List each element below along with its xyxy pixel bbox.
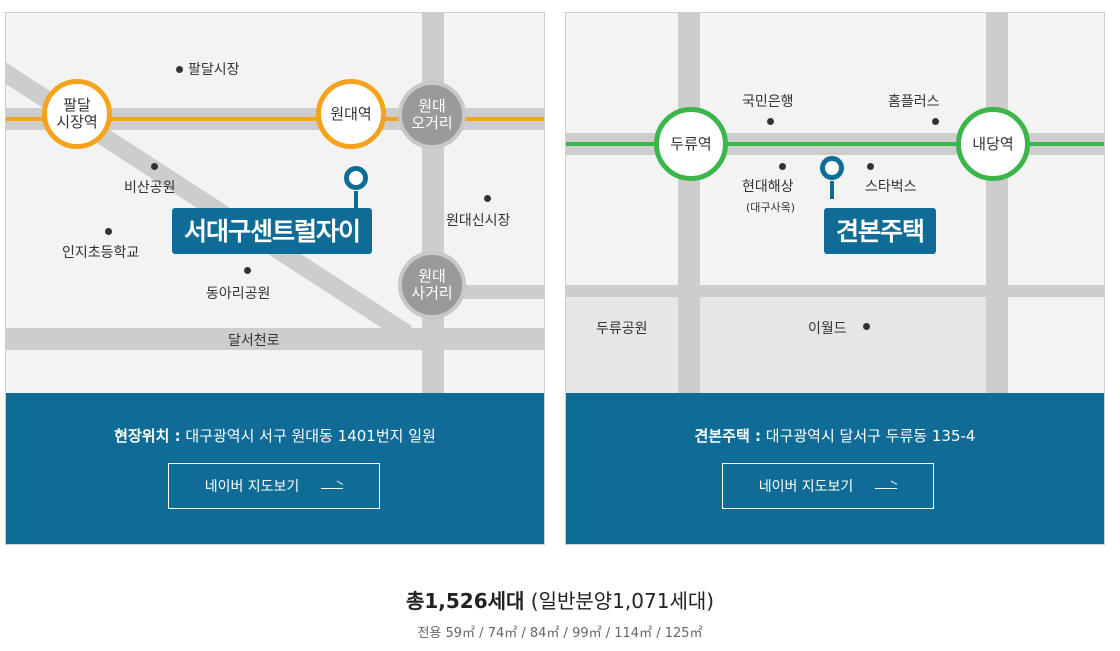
- road-horizontal-lower: [566, 285, 1104, 297]
- site-name-label: 서대구센트럴자이: [172, 208, 373, 254]
- model-house-map: 두류역 내당역 국민은행 홈플러스 현대해상 (대구사옥) 스타벅스 두류공원 …: [566, 13, 1104, 393]
- intersection-wondae-ogeori: 원대 오거리: [398, 81, 466, 149]
- poi-hyundai: 현대해상: [742, 179, 794, 195]
- poi-bisan-park: 비산공원: [124, 180, 176, 196]
- poi-starbucks: 스타벅스: [865, 179, 917, 195]
- poi-donga-park: 동아리공원: [206, 286, 271, 302]
- poi-dot: [176, 66, 183, 73]
- subway-line-green: [566, 142, 1104, 146]
- poi-inji-school: 인지초등학교: [62, 245, 140, 261]
- poi-wondae-new-market: 원대신시장: [446, 213, 511, 229]
- poi-dot: [779, 163, 786, 170]
- road-vertical-left: [678, 13, 700, 393]
- naver-map-button-label: 네이버 지도보기: [758, 479, 854, 495]
- area-eworld: [700, 297, 986, 393]
- model-house-info-panel: 견본주택 : 대구광역시 달서구 두류동 135-4 네이버 지도보기: [566, 393, 1104, 544]
- road-label-dalseo: 달서천로: [228, 333, 280, 349]
- model-house-card: 두류역 내당역 국민은행 홈플러스 현대해상 (대구사옥) 스타벅스 두류공원 …: [565, 12, 1105, 545]
- road-vertical: [422, 13, 444, 393]
- naver-map-button-label: 네이버 지도보기: [204, 479, 300, 495]
- poi-dot: [484, 195, 491, 202]
- intersection-wondae-sageori: 원대 사거리: [398, 251, 466, 319]
- location-pin-tail: [830, 181, 834, 199]
- address-title: 현장위치 :: [114, 427, 181, 445]
- address-text: 대구광역시 서구 원대동 1401번지 일원: [185, 427, 436, 445]
- model-house-address: 견본주택 : 대구광역시 달서구 두류동 135-4: [566, 425, 1104, 446]
- subway-line-orange: [6, 117, 544, 121]
- poi-dot: [867, 163, 874, 170]
- station-naedang: 내당역: [956, 107, 1030, 181]
- site-location-card: 팔달 시장역 원대역 원대 오거리 원대 사거리 팔달시장 비산공원 인지초등학…: [5, 12, 545, 545]
- poi-paldal-market: 팔달시장: [188, 62, 240, 78]
- naver-map-button[interactable]: 네이버 지도보기: [722, 463, 934, 509]
- road-vertical-right: [986, 13, 1008, 393]
- total-households: 총1,526세대: [405, 589, 525, 613]
- household-summary: 총1,526세대 (일반분양1,071세대): [0, 585, 1120, 614]
- address-title: 견본주택 :: [694, 427, 761, 445]
- area-duryu-park: [566, 297, 678, 393]
- poi-dot: [151, 163, 158, 170]
- address-text: 대구광역시 달서구 두류동 135-4: [765, 427, 976, 445]
- poi-dot: [932, 118, 939, 125]
- arrow-right-icon: [321, 482, 344, 490]
- poi-dot: [244, 267, 251, 274]
- poi-dot: [105, 228, 112, 235]
- naver-map-button[interactable]: 네이버 지도보기: [168, 463, 380, 509]
- poi-kookmin-bank: 국민은행: [742, 94, 794, 110]
- model-house-label: 견본주택: [824, 208, 937, 254]
- location-pin-icon: [820, 156, 844, 180]
- station-wondae: 원대역: [316, 79, 386, 149]
- poi-duryu-park: 두류공원: [596, 321, 648, 337]
- poi-eworld: 이월드: [808, 321, 847, 337]
- poi-dot: [863, 323, 870, 330]
- location-pin-icon: [344, 166, 368, 190]
- station-paldal-market: 팔달 시장역: [42, 79, 112, 149]
- site-address: 현장위치 : 대구광역시 서구 원대동 1401번지 일원: [6, 425, 544, 446]
- poi-dot: [767, 118, 774, 125]
- road-dalseo: [6, 328, 544, 350]
- location-pin-tail: [354, 191, 358, 209]
- site-location-map: 팔달 시장역 원대역 원대 오거리 원대 사거리 팔달시장 비산공원 인지초등학…: [6, 13, 544, 393]
- poi-hyundai-sub: (대구사옥): [746, 201, 796, 214]
- unit-sizes: 전용 59㎡ / 74㎡ / 84㎡ / 99㎡ / 114㎡ / 125㎡: [417, 626, 703, 641]
- station-duryu: 두류역: [654, 107, 728, 181]
- arrow-right-icon: [875, 482, 898, 490]
- poi-homeplus: 홈플러스: [888, 94, 940, 110]
- site-info-panel: 현장위치 : 대구광역시 서구 원대동 1401번지 일원 네이버 지도보기: [6, 393, 544, 544]
- general-sale-households: (일반분양1,071세대): [530, 589, 715, 613]
